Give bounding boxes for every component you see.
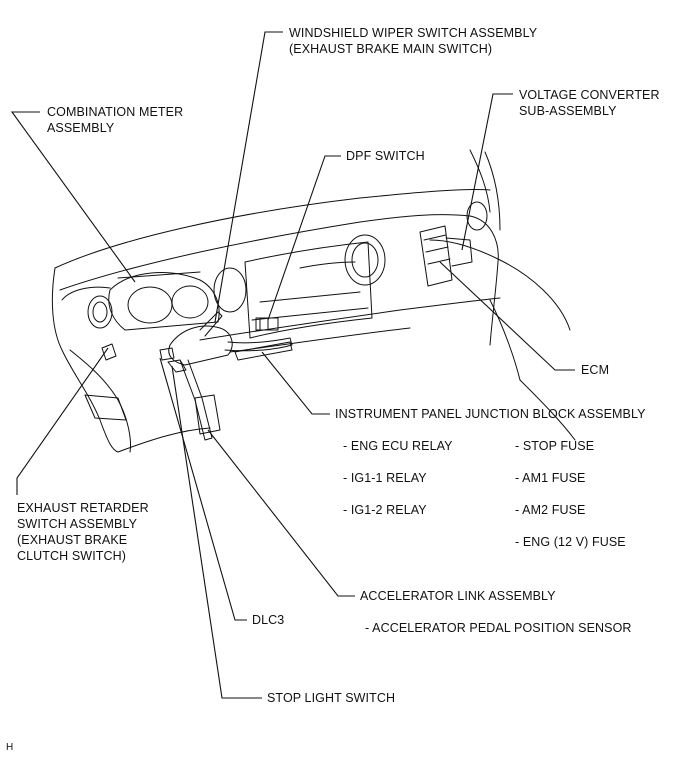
leader-voltage-converter <box>461 93 513 251</box>
label-exhaust-retarder-line4: CLUTCH SWITCH) <box>17 549 127 563</box>
junction-block <box>234 341 293 361</box>
junction-item-left-2: - IG1-1 RELAY <box>343 471 427 485</box>
a-pillar-right <box>469 149 491 213</box>
dash-top-edge <box>54 188 491 269</box>
stalk-switch-small <box>159 347 175 361</box>
a-pillar-right-2 <box>484 151 501 231</box>
junction-item-left-1: - ENG ECU RELAY <box>343 439 453 453</box>
label-dpf-switch: DPF SWITCH <box>346 149 425 163</box>
label-exhaust-retarder-line2: SWITCH ASSEMBLY <box>17 517 138 531</box>
left-vent <box>87 295 113 329</box>
cluster-gauge-right <box>171 285 209 319</box>
cluster-gauge-left <box>127 286 173 324</box>
label-dlc3: DLC3 <box>252 613 285 627</box>
junction-item-right-1: - STOP FUSE <box>515 439 595 453</box>
label-combination-meter-line2: ASSEMBLY <box>47 121 115 135</box>
leader-exhaust-retarder <box>16 347 109 495</box>
label-voltage-converter-line1: VOLTAGE CONVERTER <box>519 88 660 102</box>
dash-left-panel <box>61 286 111 301</box>
leader-combination-meter <box>10 111 136 283</box>
label-combination-meter-line1: COMBINATION METER <box>47 105 184 119</box>
accelerator-pedal <box>194 394 221 435</box>
wiper-stalk <box>199 311 223 337</box>
label-accelerator-sensor: - ACCELERATOR PEDAL POSITION SENSOR <box>365 621 632 635</box>
label-exhaust-retarder-line3: (EXHAUST BRAKE <box>17 533 128 547</box>
leader-wiper-switch <box>214 31 283 323</box>
glovebox-line <box>429 239 571 331</box>
center-vent-right <box>344 234 386 286</box>
label-wiper-switch-line2: (EXHAUST BRAKE MAIN SWITCH) <box>289 42 493 56</box>
label-exhaust-retarder-line1: EXHAUST RETARDER <box>17 501 149 515</box>
leader-stop-light-switch <box>171 365 262 699</box>
ecm-unit <box>419 225 453 287</box>
label-stop-light-switch: STOP LIGHT SWITCH <box>267 691 396 705</box>
label-voltage-converter-line2: SUB-ASSEMBLY <box>519 104 617 118</box>
center-stack-panel <box>244 241 373 339</box>
right-lower-edge <box>489 299 521 381</box>
junction-item-right-4: - ENG (12 V) FUSE <box>515 535 626 549</box>
label-junction-block: INSTRUMENT PANEL JUNCTION BLOCK ASSEMBLY <box>335 407 646 421</box>
left-lower-box <box>84 394 127 421</box>
cluster-housing <box>108 272 220 331</box>
dash-right-side <box>469 215 499 346</box>
label-ecm: ECM <box>581 363 610 377</box>
leader-accelerator-link <box>207 429 355 597</box>
stop-light-switch-part <box>167 359 187 373</box>
label-accelerator-link: ACCELERATOR LINK ASSEMBLY <box>360 589 556 603</box>
dash-upper-surface <box>59 214 471 291</box>
center-vent-left <box>213 267 247 313</box>
leader-dlc3 <box>159 357 247 621</box>
leader-ecm <box>439 261 575 371</box>
combo-switch-arm <box>224 337 293 352</box>
label-wiper-switch-line1: WINDSHIELD WIPER SWITCH ASSEMBLY <box>289 26 538 40</box>
lower-dash-line <box>199 297 501 341</box>
right-vent <box>466 201 488 231</box>
junction-item-right-3: - AM2 FUSE <box>515 503 586 517</box>
dpf-switch-part <box>255 317 279 331</box>
corner-code: H <box>6 742 14 753</box>
left-knee-panel <box>69 349 131 453</box>
voltage-converter-part <box>445 237 473 267</box>
leader-junction-block <box>261 351 330 415</box>
steering-column <box>168 325 233 366</box>
leader-dpf-switch <box>267 155 341 321</box>
exhaust-retarder-part <box>101 343 117 361</box>
junction-item-left-3: - IG1-2 RELAY <box>343 503 427 517</box>
pedal-arm <box>179 359 213 441</box>
dash-left-side <box>51 267 119 453</box>
junction-item-right-2: - AM1 FUSE <box>515 471 586 485</box>
